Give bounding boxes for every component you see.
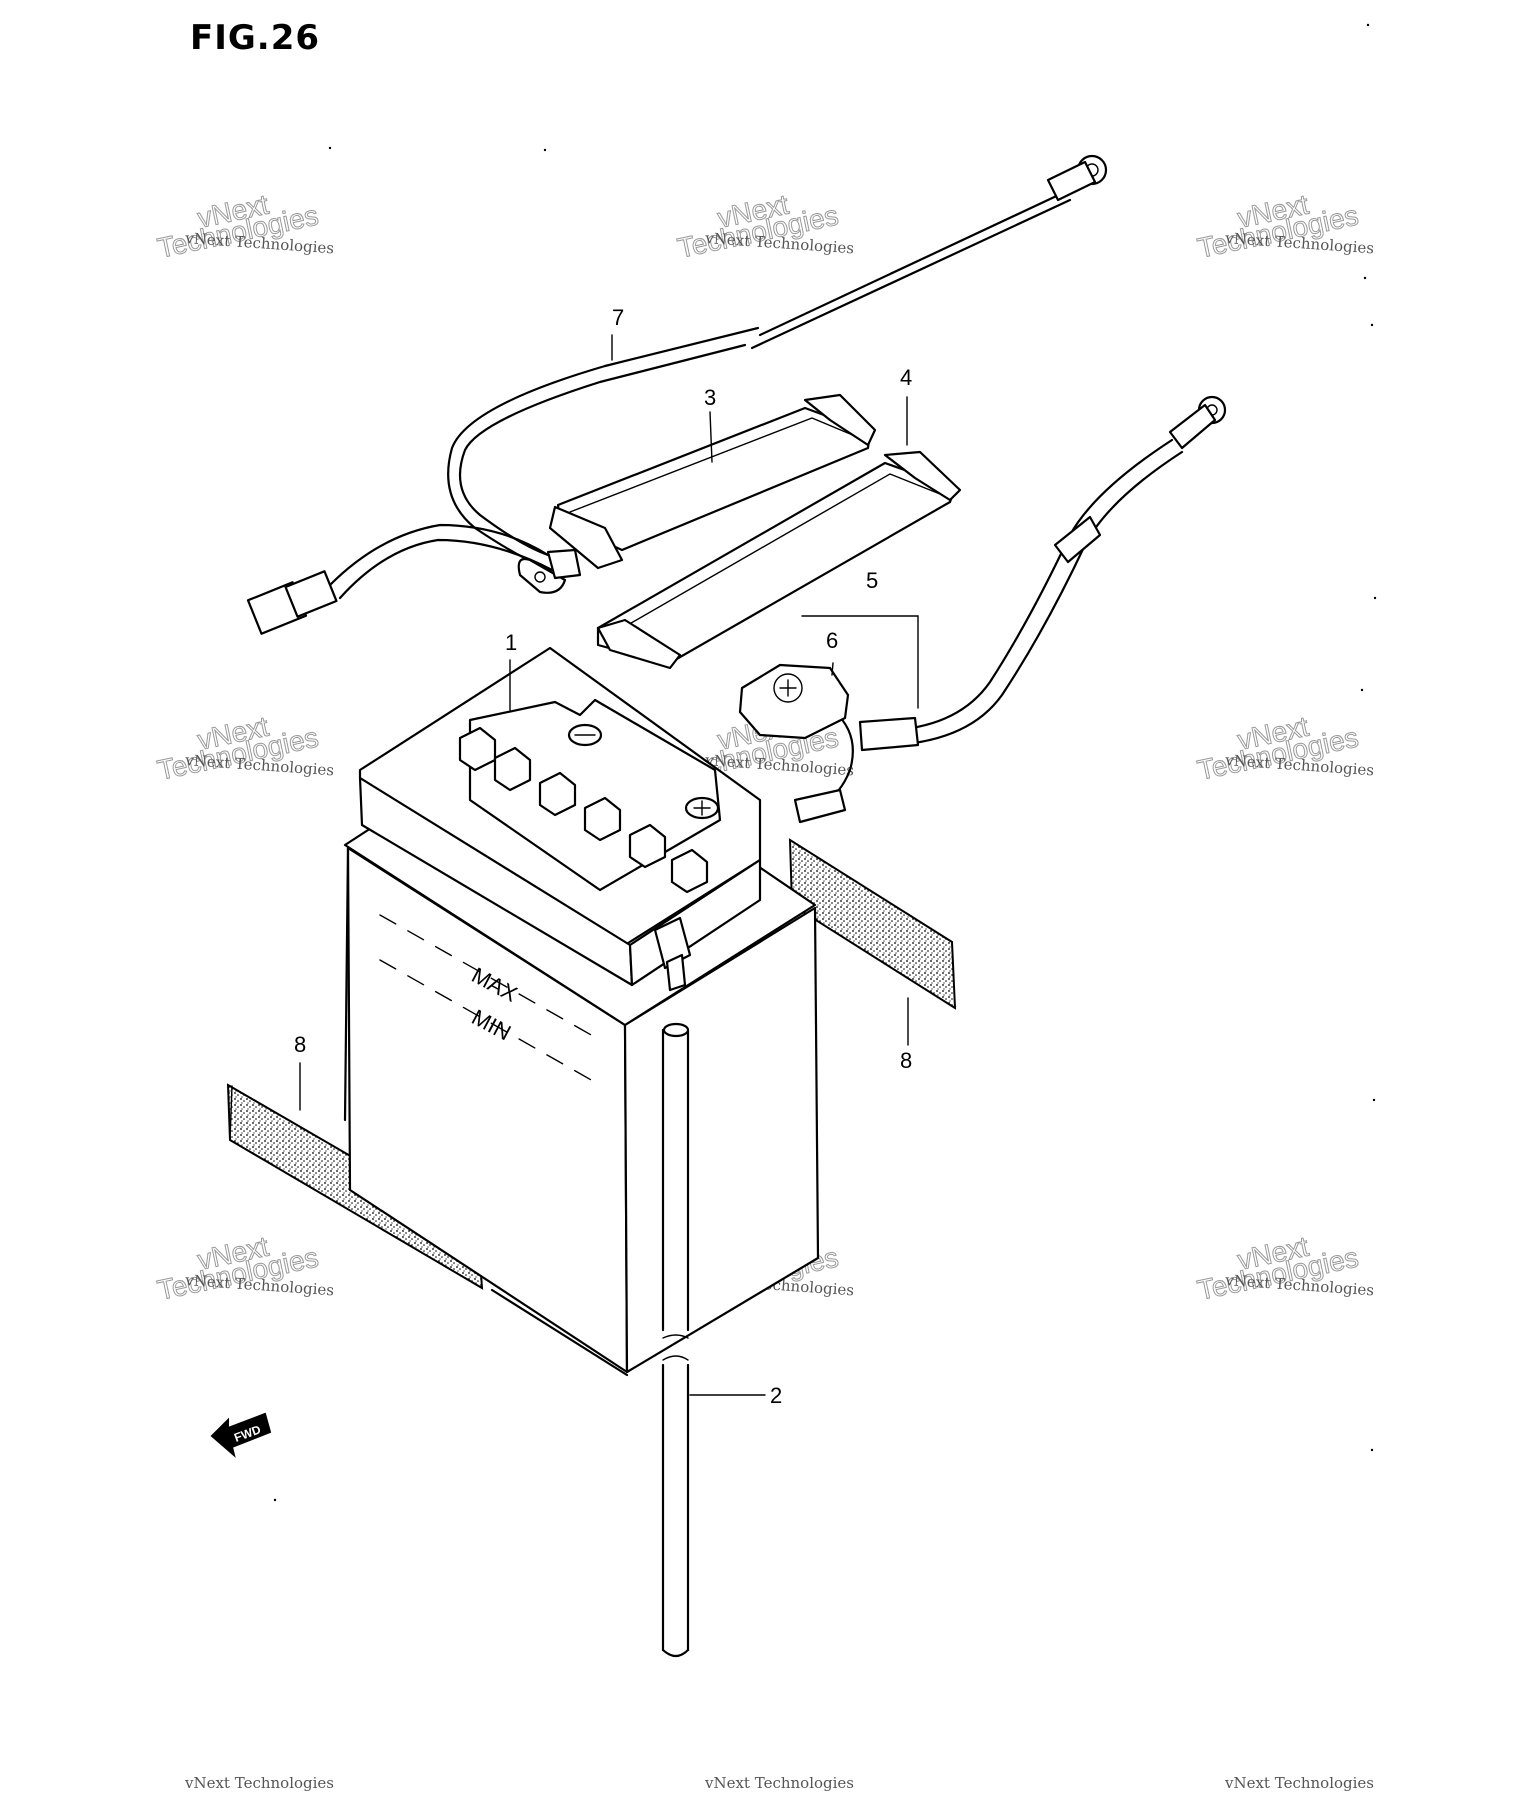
callout-3: 3: [704, 385, 716, 410]
watermark-text: vNext Technologies: [704, 1774, 854, 1792]
callout-1: 1: [505, 630, 517, 655]
level-dashes: [379, 914, 601, 1086]
part-4-strap: [596, 450, 962, 670]
watermark: vNext Technologies vNext Technologies vN…: [184, 1774, 1374, 1792]
part-3-strap: [548, 393, 877, 570]
callout-8-left: 8: [294, 1032, 306, 1057]
watermark: Technologies vNext vNext Technologies: [154, 710, 334, 786]
watermark-text: vNext Technologies: [184, 1774, 334, 1792]
part-6-terminal-cover: [738, 663, 850, 740]
figure-title: FIG.26: [190, 18, 321, 58]
watermark: Technologies vNext vNext Technologies: [1194, 710, 1374, 786]
watermark: Technologies vNext vNext Technologies: [154, 188, 334, 264]
part-2-breather-hose: [661, 1022, 690, 1658]
callout-5: 5: [866, 568, 878, 593]
callout-labels: 1 2 3 4 5 6 7 8 8: [294, 305, 912, 1408]
watermark: Technologies vNext vNext Technologies: [154, 1230, 334, 1306]
watermark: Technologies vNext vNext Technologies: [1194, 188, 1374, 264]
callout-8-right: 8: [900, 1048, 912, 1073]
fwd-direction-indicator: FWD: [210, 1412, 272, 1458]
part-5-positive-cable: [793, 395, 1227, 824]
watermark-text: vNext Technologies: [1224, 1774, 1374, 1792]
part-8-pad-right: [788, 838, 957, 1010]
watermark: Technologies vNext vNext Technologies: [674, 188, 854, 264]
watermark: Technologies vNext vNext Technologies: [1194, 1230, 1374, 1306]
callout-2: 2: [770, 1383, 782, 1408]
leader-lines: [299, 334, 919, 1396]
callout-4: 4: [900, 365, 912, 390]
part-1-battery: MAX MIN: [343, 646, 820, 1377]
callout-7: 7: [612, 305, 624, 330]
part-7-ground-cable: [246, 154, 1108, 635]
border-dots: [273, 23, 1377, 1502]
callout-6: 6: [826, 628, 838, 653]
